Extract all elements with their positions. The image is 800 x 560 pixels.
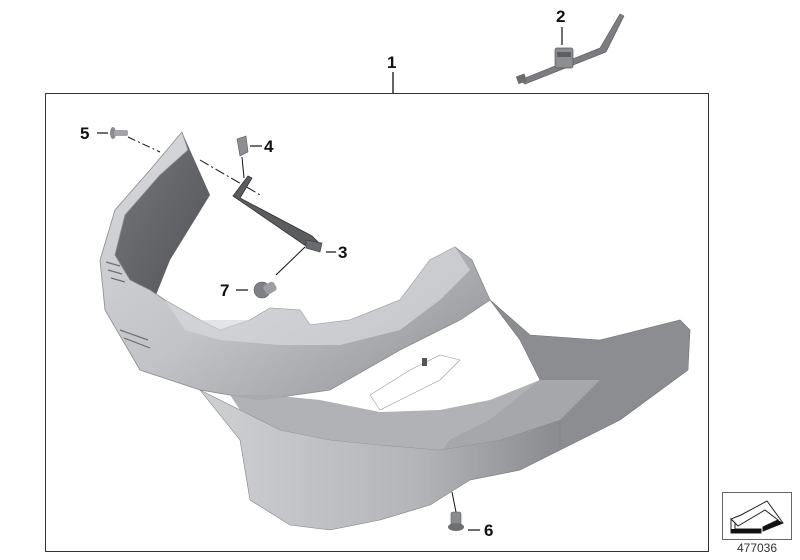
cable-tie-part — [515, 13, 625, 85]
screw-7-part — [236, 281, 277, 299]
callout-4[interactable]: 4 — [264, 137, 274, 156]
catalog-number: 477036 — [736, 541, 778, 555]
bracket-3-part — [232, 175, 336, 276]
callout-6[interactable]: 6 — [484, 521, 494, 540]
callout-2[interactable]: 2 — [556, 7, 566, 26]
screw-6-part — [448, 511, 480, 531]
callout-1[interactable]: 1 — [387, 53, 397, 72]
screw-5-part — [97, 127, 161, 153]
catalog-arrow-icon — [722, 492, 792, 540]
callout-5[interactable]: 5 — [80, 124, 90, 143]
callout-7[interactable]: 7 — [220, 281, 230, 300]
callout-3[interactable]: 3 — [338, 243, 348, 262]
spoiler-body-part — [99, 131, 691, 531]
clip-nut-4-part — [236, 135, 262, 179]
assembly-frame — [45, 93, 709, 552]
